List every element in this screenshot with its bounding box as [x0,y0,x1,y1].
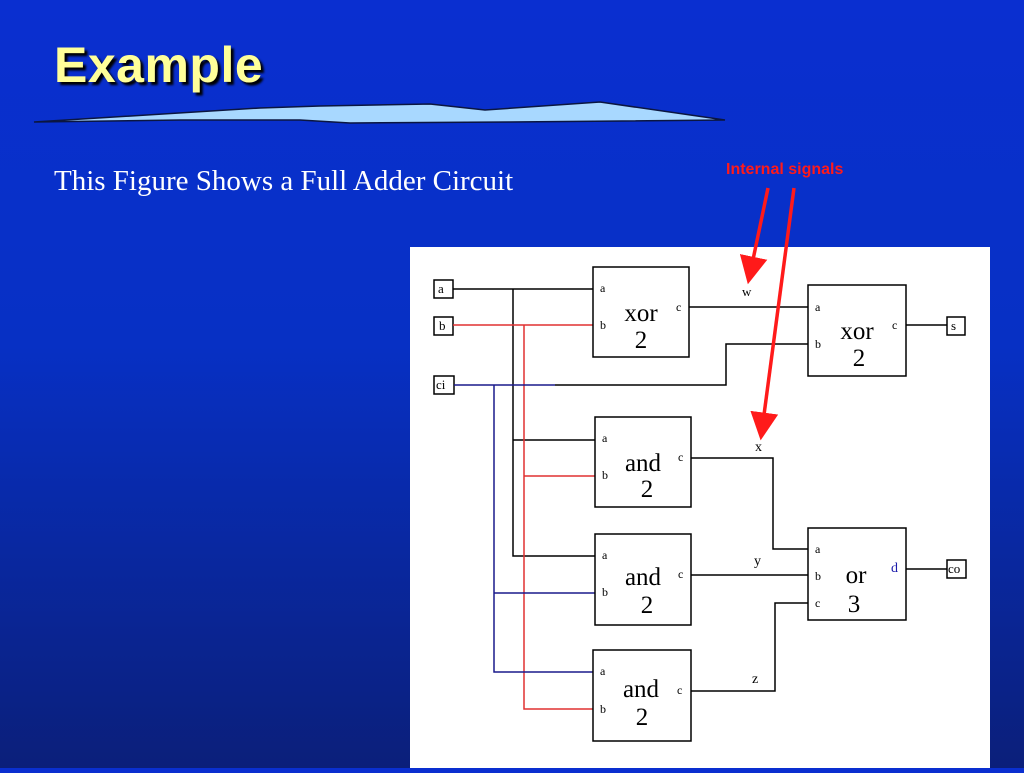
wire-x [691,457,808,550]
input-port-ci: ci [433,375,455,395]
gate-xor-2: a b c xor 2 [807,284,907,377]
svg-text:b: b [439,318,446,333]
svg-text:b: b [602,468,608,482]
internal-signals-annotation: Internal signals [726,161,844,178]
full-adder-circuit-diagram: a b ci [433,266,967,742]
full-adder-figure: a b ci [410,247,990,768]
svg-text:2: 2 [636,704,649,731]
svg-text:3: 3 [848,591,861,618]
svg-text:and: and [625,564,662,591]
signal-label-z: z [752,672,758,687]
svg-text:a: a [600,664,606,678]
svg-text:b: b [600,702,606,716]
input-port-a: a [433,279,454,299]
gate-and-2: a b c and 2 [594,533,692,626]
svg-text:b: b [602,585,608,599]
svg-text:s: s [951,318,956,333]
svg-text:2: 2 [641,476,654,503]
wire-ci [454,384,595,673]
svg-text:c: c [677,683,682,697]
title-underline-decoration [33,101,726,124]
svg-text:2: 2 [641,592,654,619]
svg-text:ci: ci [436,377,446,392]
svg-text:a: a [602,431,608,445]
svg-text:a: a [602,548,608,562]
input-port-b: b [433,316,454,336]
svg-text:a: a [815,300,821,314]
slide-subtitle: This Figure Shows a Full Adder Circuit [54,165,514,197]
gate-and-1: a b c and 2 [594,416,692,508]
signal-label-y: y [754,554,761,569]
svg-text:b: b [600,318,606,332]
gate-xor-1: a b c xor 2 [592,266,690,358]
svg-text:2: 2 [853,345,866,372]
wire-a [453,288,595,557]
svg-text:co: co [948,561,960,576]
output-port-s: s [946,316,966,336]
svg-text:c: c [815,596,820,610]
svg-text:xor: xor [624,300,658,327]
svg-text:c: c [676,300,681,314]
svg-text:c: c [892,318,897,332]
svg-text:a: a [815,542,821,556]
wire-b [453,324,595,710]
svg-text:and: and [625,450,662,477]
slide-title: Example [54,37,264,93]
wire-z [691,602,808,692]
svg-text:d: d [891,561,898,576]
svg-text:a: a [600,281,606,295]
output-port-co: co [946,559,967,579]
svg-text:c: c [678,450,683,464]
svg-text:and: and [623,676,660,703]
svg-text:a: a [438,281,444,296]
svg-text:2: 2 [635,327,648,354]
svg-text:or: or [846,562,868,589]
gate-or-1: a b c d or 3 [807,527,907,621]
gate-and-3: a b c and 2 [592,649,692,742]
svg-text:c: c [678,567,683,581]
svg-text:b: b [815,569,821,583]
svg-text:b: b [815,337,821,351]
signal-label-x: x [755,440,762,455]
signal-label-w: w [742,284,752,299]
svg-text:xor: xor [840,318,874,345]
